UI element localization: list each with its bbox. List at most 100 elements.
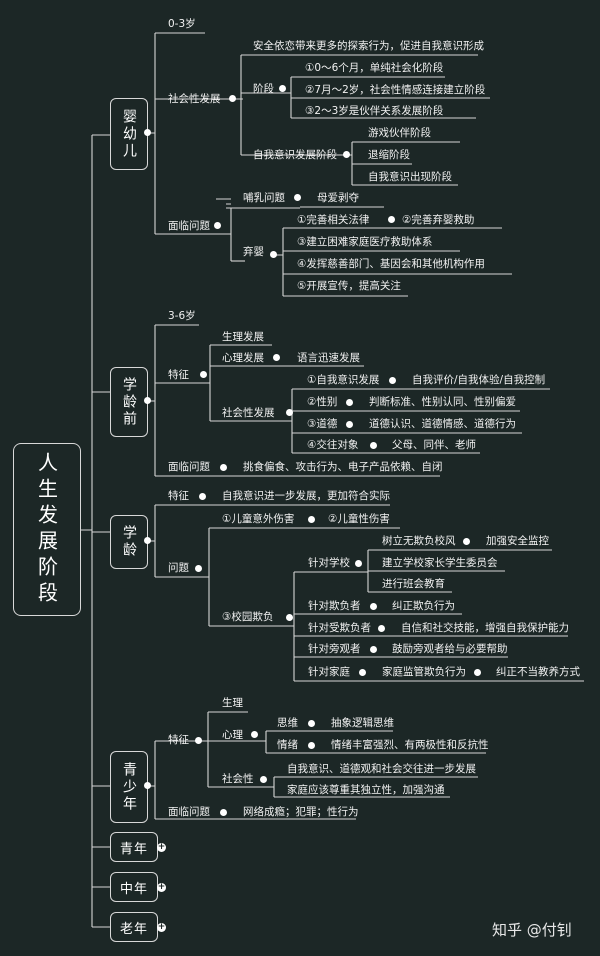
collapse-dot[interactable]	[260, 776, 267, 783]
school-forvictim-node[interactable]: 针对受欺负者	[308, 622, 371, 634]
teen-emotion-detail[interactable]: 情绪丰富强烈、有两极性和反抗性	[331, 739, 489, 751]
school-forby-node[interactable]: 针对旁观者	[308, 643, 361, 655]
collapse-dot[interactable]	[389, 377, 396, 384]
infant-stage-node[interactable]: 阶段	[253, 83, 274, 95]
teen-problems-detail[interactable]: 网络成瘾；犯罪；性行为	[243, 806, 359, 818]
root-node[interactable]: 人生发展阶段	[13, 443, 81, 616]
school-fs2[interactable]: 建立学校家长学生委员会	[382, 557, 498, 569]
collapse-dot[interactable]	[279, 85, 286, 92]
collapse-dot[interactable]	[308, 742, 315, 749]
infant-ab1[interactable]: ①完善相关法律	[297, 214, 370, 226]
preschool-s2[interactable]: ②性别	[307, 396, 338, 408]
school-p1[interactable]: ①儿童意外伤害	[222, 513, 295, 525]
collapse-dot[interactable]	[343, 151, 350, 158]
school-ff2[interactable]: 纠正不当教养方式	[496, 666, 580, 678]
collapse-dot[interactable]	[251, 731, 258, 738]
collapse-dot[interactable]	[220, 464, 227, 471]
school-p3-node[interactable]: ③校园欺负	[222, 611, 274, 623]
preschool-problems-node[interactable]: 面临问题	[168, 461, 210, 473]
infant-ab5[interactable]: ⑤开展宣传，提高关注	[297, 280, 401, 292]
infant-abandon-node[interactable]: 弃婴	[243, 246, 264, 258]
infant-feeding-node[interactable]: 哺乳问题	[243, 192, 285, 204]
infant-stage2[interactable]: ②7月～2岁，社会性情感连接建立阶段	[305, 84, 486, 96]
collapse-dot[interactable]	[346, 421, 353, 428]
infant-social-node[interactable]: 社会性发展	[168, 93, 221, 105]
school-forvictim-detail[interactable]: 自信和社交技能，增强自我保护能力	[401, 622, 569, 634]
collapse-dot[interactable]	[229, 95, 236, 102]
collapse-dot[interactable]	[286, 614, 293, 621]
expand-plus-icon[interactable]: +	[157, 882, 166, 892]
infant-selfstage-node[interactable]: 自我意识发展阶段	[253, 149, 337, 161]
infant-self2[interactable]: 退缩阶段	[368, 149, 410, 161]
collapse-dot[interactable]	[286, 409, 293, 416]
collapse-dot[interactable]	[308, 720, 315, 727]
stage-preschool[interactable]: 学龄前	[110, 367, 148, 437]
collapse-dot[interactable]	[359, 669, 366, 676]
preschool-psych-node[interactable]: 心理发展	[222, 352, 264, 364]
collapse-dot[interactable]	[144, 397, 151, 404]
preschool-problems-detail[interactable]: 挑食偏食、攻击行为、电子产品依赖、自闭	[243, 461, 443, 473]
school-feature-node[interactable]: 特征	[168, 490, 189, 502]
collapse-dot[interactable]	[195, 737, 202, 744]
stage-youth[interactable]: 青年	[110, 832, 158, 862]
preschool-s1-detail[interactable]: 自我评价/自我体验/自我控制	[412, 374, 546, 386]
collapse-dot[interactable]	[144, 129, 151, 136]
preschool-social-node[interactable]: 社会性发展	[222, 407, 275, 419]
stage-infant[interactable]: 婴幼儿	[110, 98, 148, 170]
school-feature-detail[interactable]: 自我意识进一步发展，更加符合实际	[222, 490, 390, 502]
collapse-dot[interactable]	[220, 809, 227, 816]
stage-school[interactable]: 学龄	[110, 515, 148, 569]
teen-emotion-node[interactable]: 情绪	[277, 739, 298, 751]
preschool-s2-detail[interactable]: 判断标准、性别认同、性别偏爱	[369, 396, 516, 408]
teen-feature-node[interactable]: 特征	[168, 734, 189, 746]
infant-problems-node[interactable]: 面临问题	[168, 220, 210, 232]
teen-physical[interactable]: 生理	[222, 697, 243, 709]
school-forbully-detail[interactable]: 纠正欺负行为	[392, 600, 455, 612]
collapse-dot[interactable]	[370, 442, 377, 449]
collapse-dot[interactable]	[463, 538, 470, 545]
teen-social-node[interactable]: 社会性	[222, 773, 254, 785]
collapse-dot[interactable]	[199, 493, 206, 500]
collapse-dot[interactable]	[270, 251, 277, 258]
preschool-s3[interactable]: ③道德	[307, 418, 338, 430]
school-fs1[interactable]: 树立无欺负校风	[382, 535, 456, 547]
stage-teen[interactable]: 青少年	[110, 751, 148, 823]
collapse-dot[interactable]	[273, 354, 280, 361]
school-fs3[interactable]: 进行班会教育	[382, 578, 445, 590]
collapse-dot[interactable]	[308, 516, 315, 523]
teen-problems-node[interactable]: 面临问题	[168, 806, 210, 818]
stage-middle[interactable]: 中年	[110, 872, 158, 902]
infant-self3[interactable]: 自我意识出现阶段	[368, 171, 452, 183]
school-problems-node[interactable]: 问题	[168, 562, 189, 574]
infant-self1[interactable]: 游戏伙伴阶段	[368, 127, 431, 139]
teen-psych-node[interactable]: 心理	[222, 729, 243, 741]
expand-plus-icon[interactable]: +	[157, 842, 166, 852]
collapse-dot[interactable]	[370, 646, 377, 653]
preschool-s4-detail[interactable]: 父母、同伴、老师	[392, 439, 476, 451]
collapse-dot[interactable]	[200, 371, 207, 378]
collapse-dot[interactable]	[355, 560, 362, 567]
school-forfamily-node[interactable]: 针对家庭	[308, 666, 350, 678]
preschool-language[interactable]: 语言迅速发展	[297, 352, 360, 364]
preschool-s4[interactable]: ④交往对象	[307, 439, 359, 451]
stage-old[interactable]: 老年	[110, 912, 158, 942]
preschool-s1[interactable]: ①自我意识发展	[307, 374, 380, 386]
teen-thinking-detail[interactable]: 抽象逻辑思维	[331, 717, 394, 729]
infant-stage1[interactable]: ①0～6个月，单纯社会化阶段	[305, 62, 444, 74]
school-p2[interactable]: ②儿童性伤害	[328, 513, 390, 525]
school-forschool-node[interactable]: 针对学校	[308, 557, 350, 569]
preschool-physical[interactable]: 生理发展	[222, 331, 264, 343]
preschool-feature-node[interactable]: 特征	[168, 369, 189, 381]
collapse-dot[interactable]	[214, 222, 221, 229]
infant-stage3[interactable]: ③2～3岁是伙伴关系发展阶段	[305, 105, 444, 117]
collapse-dot[interactable]	[294, 194, 301, 201]
collapse-dot[interactable]	[370, 603, 377, 610]
school-fs1b[interactable]: 加强安全监控	[486, 535, 549, 547]
collapse-dot[interactable]	[195, 565, 202, 572]
collapse-dot[interactable]	[346, 399, 353, 406]
collapse-dot[interactable]	[474, 669, 481, 676]
school-forby-detail[interactable]: 鼓励旁观者给与必要帮助	[392, 643, 508, 655]
infant-ab4[interactable]: ④发挥慈善部门、基因会和其他机构作用	[297, 258, 485, 270]
infant-ab3[interactable]: ③建立困难家庭医疗救助体系	[297, 236, 433, 248]
infant-feeding-detail[interactable]: 母爱剥夺	[317, 192, 359, 204]
